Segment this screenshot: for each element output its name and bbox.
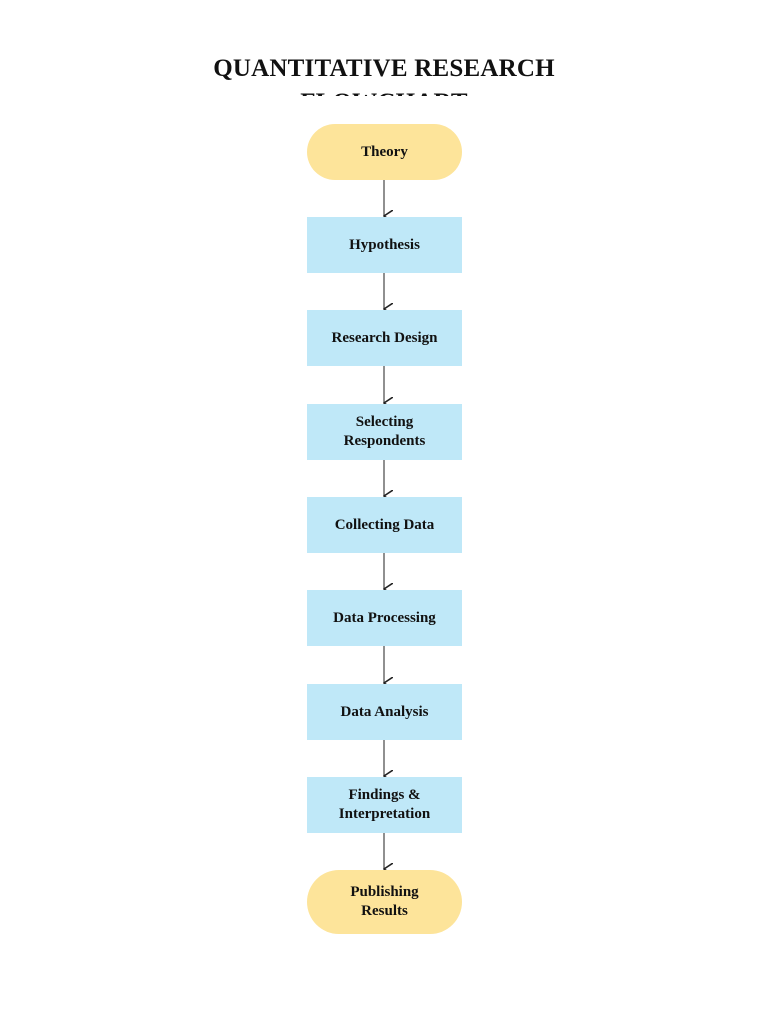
node-data-processing: Data Processing: [307, 590, 462, 646]
node-theory: Theory: [307, 124, 462, 180]
node-publishing-results: Publishing Results: [307, 870, 462, 934]
node-selecting-respondents: Selecting Respondents: [307, 404, 462, 460]
flowchart-title-area: QUANTITATIVE RESEARCH FLOWCHART: [0, 52, 768, 96]
node-data-analysis: Data Analysis: [307, 684, 462, 740]
node-research-design: Research Design: [307, 310, 462, 366]
node-findings-interpretation: Findings & Interpretation: [307, 777, 462, 833]
node-collecting-data: Collecting Data: [307, 497, 462, 553]
flowchart-title: QUANTITATIVE RESEARCH FLOWCHART: [213, 55, 555, 96]
node-hypothesis: Hypothesis: [307, 217, 462, 273]
